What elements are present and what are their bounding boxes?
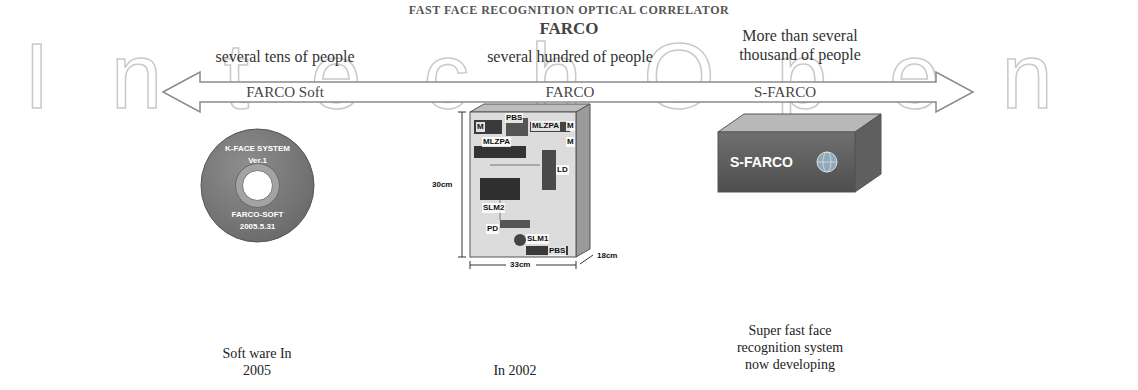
software-disc: K-FACE SYSTEM Ver.1FARCO-SOFT 2005.5.31 xyxy=(200,128,315,243)
subtitle: FARCO xyxy=(489,19,649,39)
part-label: MLZPA xyxy=(531,121,560,131)
dimension-label: 18cm xyxy=(596,251,618,261)
band-label: FARCO Soft xyxy=(195,83,375,101)
part-label: PD xyxy=(486,224,499,234)
caption-text: Soft ware In 2005 xyxy=(222,345,292,379)
dimension-lines xyxy=(458,112,593,269)
box-label: S-FARCO xyxy=(730,153,793,171)
caption-text: In 2002 xyxy=(465,362,565,379)
part-label: SLM1 xyxy=(526,234,549,244)
part-label: LD xyxy=(556,165,569,175)
disc-text: Ver.1 xyxy=(228,156,288,166)
optical-device xyxy=(470,104,590,257)
dimension-label: 30cm xyxy=(431,180,453,190)
dimension-label: 33cm xyxy=(509,260,531,270)
band-label: FARCO xyxy=(480,83,660,101)
disc-text: K-FACE SYSTEM xyxy=(208,144,308,154)
part-label: M xyxy=(566,137,575,147)
part-label: MLZPA xyxy=(482,137,511,147)
part-label: SLM2 xyxy=(482,203,505,213)
range-arrow-band: FARCO Soft FARCO S-FARCO xyxy=(163,72,973,112)
capacity-label: More than several thousand of people xyxy=(720,26,880,64)
part-label: M xyxy=(476,122,485,132)
disc-text: FARCO-SOFT xyxy=(213,210,303,220)
disc-text: 2005.5.31 xyxy=(213,222,303,232)
part-label: PBS xyxy=(548,246,566,256)
part-label: PBS xyxy=(505,113,523,123)
band-label: S-FARCO xyxy=(695,83,875,101)
capacity-label: several hundred of people xyxy=(445,47,695,66)
diagram-title: FAST FACE RECOGNITION OPTICAL CORRELATOR xyxy=(319,3,819,17)
product-box: S-FARCO xyxy=(718,132,855,192)
capacity-label: several tens of people xyxy=(170,47,400,66)
part-label: M xyxy=(566,121,575,131)
caption-text: Super fast face recognition system now d… xyxy=(728,322,853,373)
